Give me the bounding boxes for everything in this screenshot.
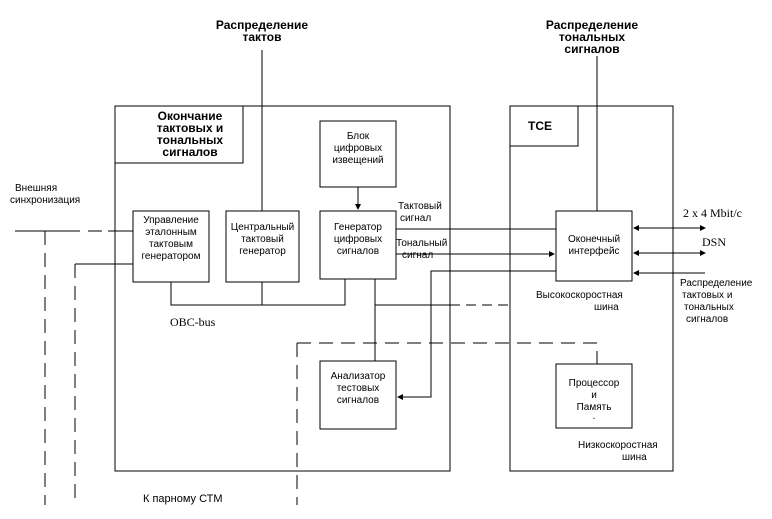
generator-line2: цифровых	[333, 234, 383, 245]
processor-line1: Процессор	[568, 378, 620, 389]
main-title-line3: тональных	[156, 133, 224, 147]
right-dist-line2: тактовых и	[682, 290, 733, 301]
ref-clock-control-label: Управление эталонным тактовым генераторо…	[133, 215, 209, 263]
tone-distribution-line3: сигналов	[564, 42, 620, 56]
central-clock-line3: генератор	[239, 246, 286, 257]
obc-bus-label: OBC-bus	[170, 315, 216, 329]
generator-line3: сигналов	[336, 246, 380, 257]
ref-clock-line2: эталонным	[145, 227, 197, 238]
tone-distribution-line1: Распределение	[545, 18, 639, 32]
pair-ctm-dashed-horizontal	[297, 342, 598, 364]
high-speed-line1: Высокоскоростная	[536, 290, 623, 301]
terminal-interface-box	[555, 210, 633, 282]
high-speed-line2: шина	[594, 302, 619, 313]
tce-title-frame	[510, 106, 579, 147]
generator-line1: Генератор	[334, 222, 382, 233]
right-dist-line4: сигналов	[686, 314, 729, 325]
main-block-title: Окончание тактовых и тональных сигналов	[140, 110, 240, 158]
processor-memory-box	[555, 363, 633, 429]
interface-line1: Оконечный	[567, 234, 621, 245]
interface-to-analyzer-line	[397, 270, 556, 400]
link-2x4-label: 2 x 4 Mbit/c	[683, 206, 742, 220]
main-title-line4: сигналов	[162, 145, 218, 159]
analyzer-line1: Анализатор	[330, 371, 386, 382]
clock-signal-label: Тактовый сигнал	[398, 201, 442, 225]
processor-line2: и	[591, 390, 597, 401]
announce-line1: Блок	[346, 131, 370, 142]
clock-distribution-line2: тактов	[242, 30, 282, 44]
central-clock-line1: Центральный	[230, 222, 295, 233]
tone-signal-line1: Тональный	[396, 238, 448, 249]
high-speed-bus-label: Высокоскоростная шина	[536, 290, 623, 314]
announce-line2: цифровых	[333, 143, 383, 154]
obc-bus-line	[170, 279, 346, 306]
interface-line2: интерфейс	[568, 246, 620, 257]
analyzer-line2: тестовых	[336, 383, 380, 394]
tce-title: TCE	[528, 119, 552, 133]
external-sync-line1: Внешняя	[15, 183, 58, 194]
digital-announce-label: Блок цифровых извещений	[320, 131, 396, 167]
test-signal-analyzer-box	[319, 360, 397, 430]
main-block-title-frame	[115, 106, 244, 164]
clock-distribution-label: Распределение тактов	[200, 19, 324, 43]
tone-clock-dist-label: Распределение тактовых и тональных сигна…	[680, 278, 752, 326]
central-clock-line2: тактовый	[241, 234, 284, 245]
main-title-line2: тактовых и	[156, 121, 224, 135]
test-signal-analyzer-label: Анализатор тестовых сигналов	[320, 371, 396, 407]
analyzer-line3: сигналов	[336, 395, 380, 406]
dsn-label: DSN	[702, 235, 727, 249]
clock-signal-line1: Тактовый	[398, 201, 442, 212]
ref-clock-line1: Управление	[143, 215, 199, 226]
announce-line3: извещений	[332, 155, 384, 166]
digital-signal-gen-box	[319, 210, 397, 280]
clock-distribution-line1: Распределение	[215, 18, 309, 32]
clock-signal-line2: сигнал	[400, 213, 432, 224]
external-sync-label: Внешняя синхронизация	[10, 183, 80, 207]
to-pair-ctm-label: К парному СТМ	[143, 493, 223, 505]
tone-signal-line2: сигнал	[402, 250, 434, 261]
low-speed-bus-label: Низкоскоростная шина	[578, 440, 658, 464]
right-dist-line3: тональных	[684, 302, 734, 313]
processor-line4: .	[592, 411, 596, 422]
processor-memory-label: Процессор и Память .	[556, 378, 632, 422]
external-sync-line2: синхронизация	[10, 195, 81, 206]
tone-signal-label: Тональный сигнал	[396, 238, 447, 262]
tce-block-frame	[509, 105, 674, 472]
ref-clock-line3: тактовым	[149, 239, 193, 250]
terminal-interface-label: Оконечный интерфейс	[556, 234, 632, 258]
main-title-line1: Окончание	[157, 109, 223, 123]
low-speed-line1: Низкоскоростная	[578, 440, 658, 451]
processor-line3: Память	[576, 402, 612, 413]
low-speed-line2: шина	[622, 452, 647, 463]
central-clock-label: Центральный тактовый генератор	[226, 222, 299, 258]
right-dist-line1: Распределение	[680, 278, 753, 289]
ref-clock-line4: генератором	[141, 251, 201, 262]
tone-distribution-line2: тональных	[558, 30, 626, 44]
tone-distribution-label: Распределение тональных сигналов	[530, 19, 654, 55]
main-block-frame	[114, 105, 451, 472]
digital-signal-gen-label: Генератор цифровых сигналов	[320, 222, 396, 258]
